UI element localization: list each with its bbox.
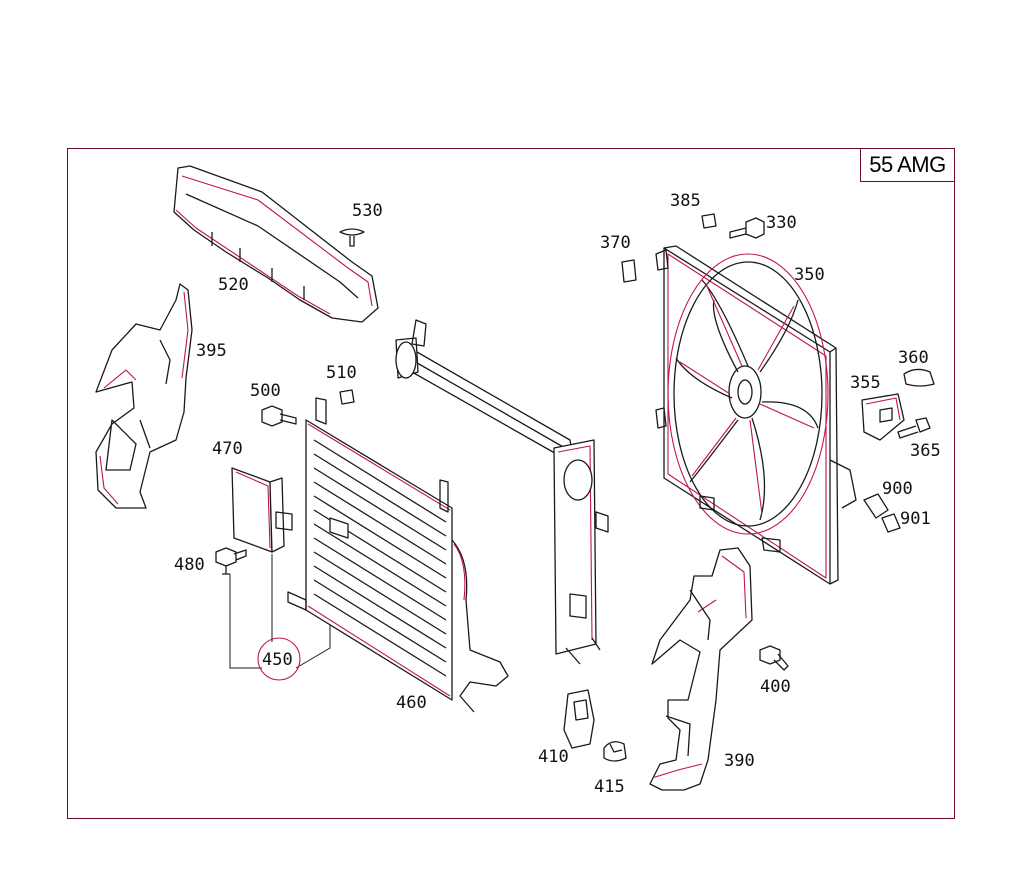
callout-360: 360 bbox=[898, 348, 929, 368]
part-395-air-guide-left[interactable] bbox=[95, 283, 193, 509]
part-901-clip[interactable] bbox=[881, 513, 901, 533]
callout-365: 365 bbox=[910, 441, 941, 461]
part-350-fan-shroud[interactable] bbox=[655, 245, 857, 585]
callout-400: 400 bbox=[760, 677, 791, 697]
variant-label: 55 AMG bbox=[860, 148, 955, 182]
part-900-sensor[interactable] bbox=[863, 493, 889, 519]
callout-385: 385 bbox=[670, 191, 701, 211]
callout-510: 510 bbox=[326, 363, 357, 383]
callout-500: 500 bbox=[250, 381, 281, 401]
part-415-clamp[interactable] bbox=[603, 741, 627, 762]
part-480-bolt[interactable] bbox=[215, 547, 247, 575]
callout-470: 470 bbox=[212, 439, 243, 459]
callout-350: 350 bbox=[794, 265, 825, 285]
part-400-bolt[interactable] bbox=[759, 645, 789, 671]
callout-901: 901 bbox=[900, 509, 931, 529]
part-500-bolt[interactable] bbox=[261, 405, 297, 427]
callout-390: 390 bbox=[724, 751, 755, 771]
part-385-pad[interactable] bbox=[701, 213, 717, 229]
callout-480: 480 bbox=[174, 555, 205, 575]
callout-355: 355 bbox=[850, 373, 881, 393]
part-410-mount[interactable] bbox=[563, 689, 595, 749]
callout-900: 900 bbox=[882, 479, 913, 499]
part-390-air-guide-right[interactable] bbox=[649, 547, 753, 791]
callout-395: 395 bbox=[196, 341, 227, 361]
part-330-bolt[interactable] bbox=[729, 217, 765, 239]
part-520-air-duct[interactable] bbox=[173, 165, 379, 323]
part-470-module[interactable] bbox=[231, 467, 293, 553]
callout-410: 410 bbox=[538, 747, 569, 767]
callout-530: 530 bbox=[352, 201, 383, 221]
callout-370: 370 bbox=[600, 233, 631, 253]
part-355-bracket[interactable] bbox=[861, 393, 905, 441]
part-510-nut[interactable] bbox=[339, 389, 355, 405]
radiator[interactable] bbox=[395, 319, 609, 665]
diagram-frame bbox=[67, 148, 955, 819]
part-460-condenser[interactable] bbox=[287, 397, 509, 713]
callout-450: 450 bbox=[262, 650, 293, 670]
callout-460: 460 bbox=[396, 693, 427, 713]
part-530-clip[interactable] bbox=[339, 228, 365, 247]
callout-330: 330 bbox=[766, 213, 797, 233]
part-365-screw[interactable] bbox=[897, 417, 931, 439]
part-450-callout-circle bbox=[257, 637, 301, 681]
part-360-clip[interactable] bbox=[903, 368, 935, 387]
callout-415: 415 bbox=[594, 777, 625, 797]
part-370-pad[interactable] bbox=[621, 259, 637, 283]
callout-520: 520 bbox=[218, 275, 249, 295]
